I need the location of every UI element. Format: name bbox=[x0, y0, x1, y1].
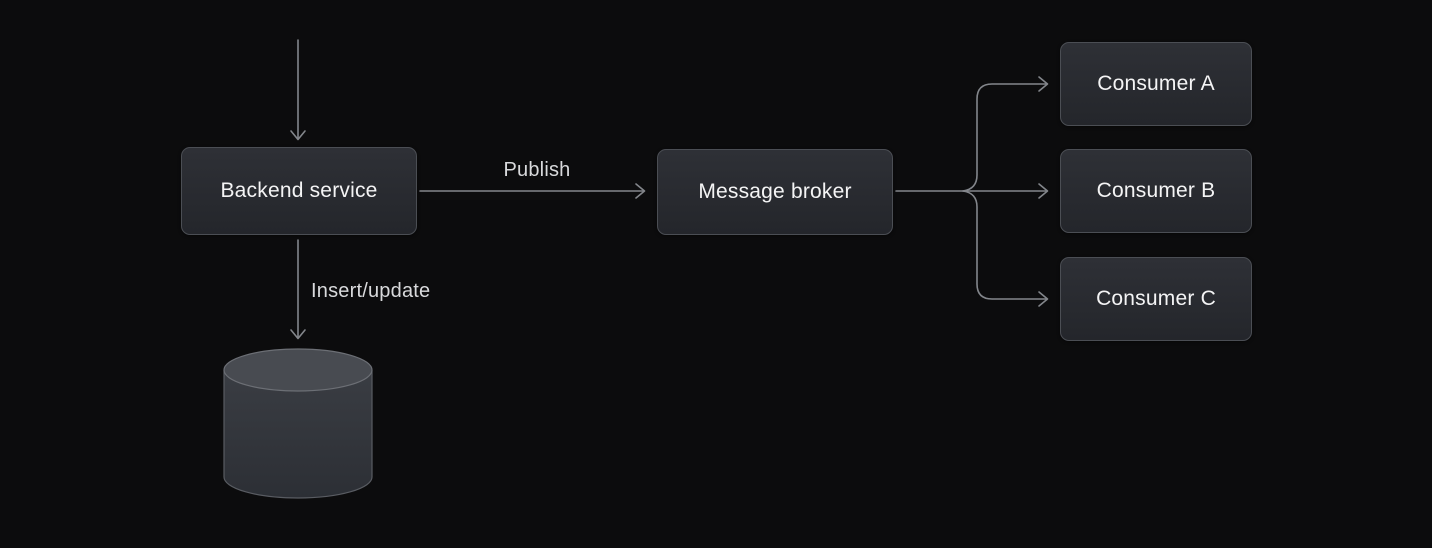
arrowhead-right-icon bbox=[1038, 76, 1049, 92]
database-cylinder-icon bbox=[223, 348, 373, 499]
node-consumer-c: Consumer C bbox=[1060, 257, 1252, 341]
arrowhead-right-icon bbox=[1038, 183, 1049, 199]
node-consumer-a: Consumer A bbox=[1060, 42, 1252, 126]
edge-publish bbox=[419, 183, 646, 199]
node-consumer-b: Consumer B bbox=[1060, 149, 1252, 233]
edge-top-into-backend bbox=[290, 39, 306, 141]
edge-insert-update bbox=[290, 239, 306, 340]
node-label: Consumer C bbox=[1096, 287, 1216, 310]
arrowhead-down-icon bbox=[290, 130, 306, 141]
arrowhead-down-icon bbox=[290, 329, 306, 340]
edge-broker-to-consumer-a bbox=[962, 76, 1049, 192]
arrowhead-right-icon bbox=[1038, 291, 1049, 307]
node-label: Consumer B bbox=[1096, 179, 1216, 202]
arrowhead-right-icon bbox=[635, 183, 646, 199]
edge-broker-to-consumer-b bbox=[895, 183, 1049, 199]
edge-broker-to-consumer-c bbox=[962, 190, 1049, 307]
node-message-broker: Message broker bbox=[657, 149, 893, 235]
edge-label-publish: Publish bbox=[503, 159, 571, 181]
node-label: Backend service bbox=[220, 179, 378, 202]
node-backend-service: Backend service bbox=[181, 147, 417, 235]
node-label: Message broker bbox=[698, 180, 852, 203]
edge-label-insert-update: Insert/update bbox=[311, 280, 431, 302]
node-label: Consumer A bbox=[1097, 72, 1215, 95]
